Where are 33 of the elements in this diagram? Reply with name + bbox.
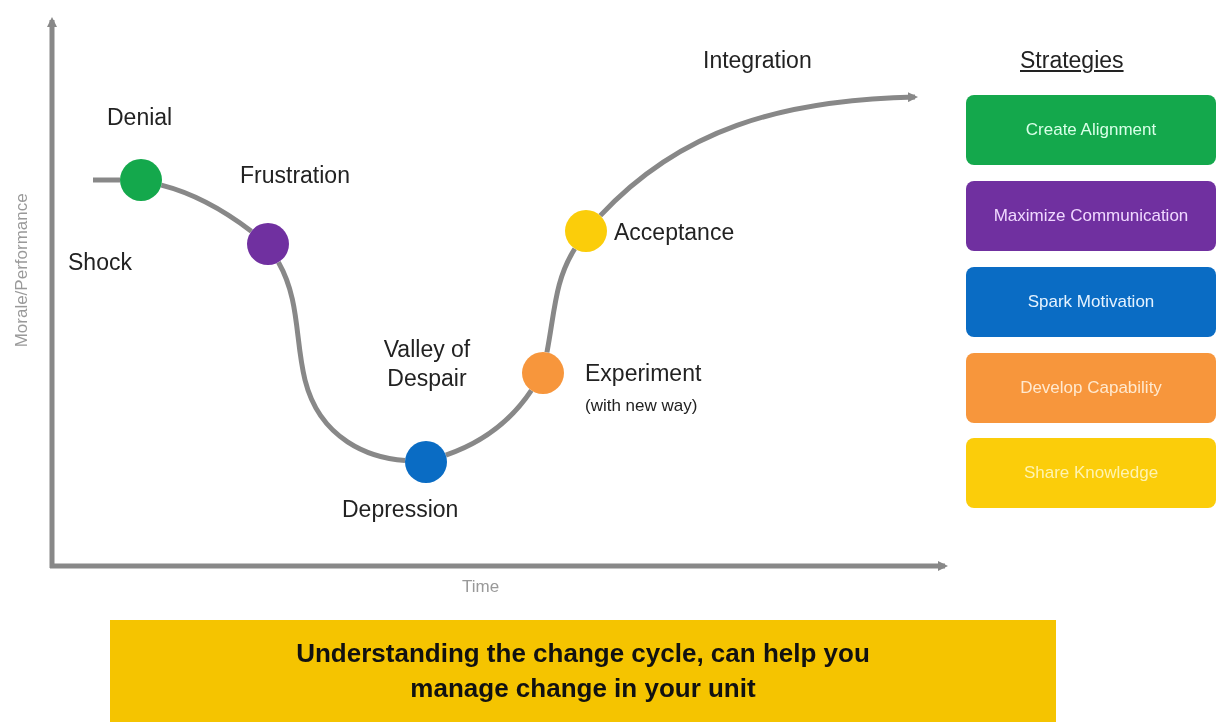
curve-segment [93, 177, 120, 183]
stage-dot [405, 441, 447, 483]
curve-segment [160, 182, 253, 234]
strategy-text: Develop Capability [1020, 376, 1162, 399]
curve-segment [445, 389, 534, 458]
stage-label: Denial [107, 105, 173, 131]
column-heading: Strategies [1020, 48, 1124, 74]
curve-arrow [598, 92, 918, 218]
stage-dot [247, 223, 289, 265]
axis-title: Time [462, 578, 500, 597]
stage-label: Valley of Despair [382, 335, 472, 393]
stage-dot [120, 159, 162, 201]
stage-note: (with new way) [585, 397, 698, 416]
caption-banner: Understanding the change cycle, can help you manage change in your unit [110, 620, 1056, 722]
strategy-text: Maximize Communication [993, 204, 1189, 227]
strategy-text: Share Knowledge [1023, 461, 1159, 484]
strategy-card [966, 353, 1216, 423]
strategy-card [966, 267, 1216, 337]
strategy-text: Create Alignment [1025, 118, 1157, 141]
strategy-card [966, 181, 1216, 251]
axis-title: Morale/Performance [12, 192, 32, 347]
stage-label: Integration [703, 48, 812, 74]
stage-label: Acceptance [614, 220, 735, 246]
strategy-card [966, 438, 1216, 508]
stage-label: Frustration [240, 163, 350, 189]
stage-dot [522, 352, 564, 394]
strategy-card [966, 95, 1216, 165]
strategy-text: Spark Motivation [1027, 290, 1155, 313]
stage-label: Shock [68, 250, 132, 276]
stage-label: Depression [342, 497, 459, 523]
stage-label: Experiment [585, 361, 702, 387]
curve-segment [544, 247, 577, 353]
stage-dot [565, 210, 607, 252]
